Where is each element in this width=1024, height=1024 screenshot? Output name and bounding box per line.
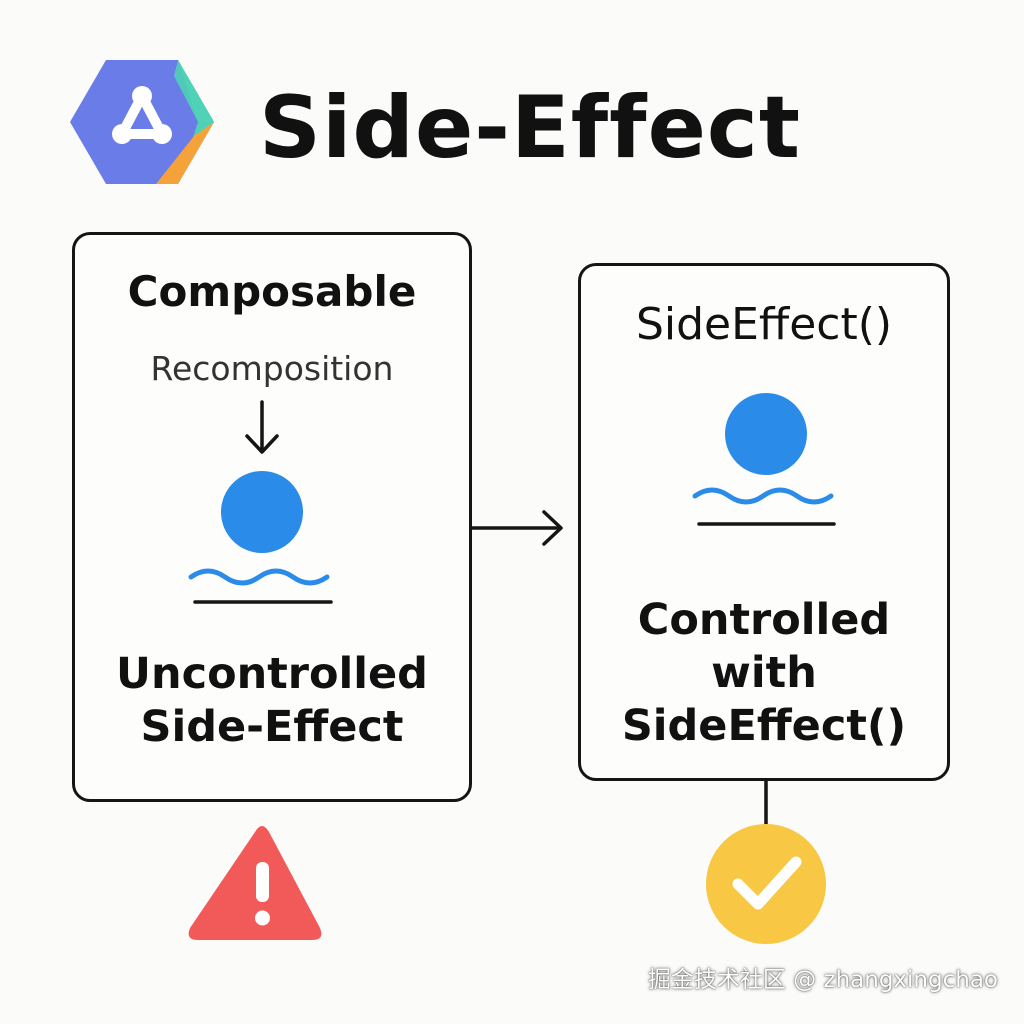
wave-icon <box>188 568 330 586</box>
uncontrolled-caption: Uncontrolled Side-Effect <box>75 648 469 754</box>
side-effect-card: SideEffect() Controlled with SideEffect(… <box>578 263 950 781</box>
page-title: Side-Effect <box>259 78 801 178</box>
checkmark-circle-icon <box>706 824 826 944</box>
composable-heading: Composable <box>127 267 417 316</box>
composable-card: Composable Recomposition Uncontrolled Si… <box>72 232 472 802</box>
ball-icon <box>725 393 807 475</box>
right-arrow-icon <box>470 510 563 546</box>
jetpack-compose-logo-icon <box>70 60 214 184</box>
controlled-caption-line-1: Controlled <box>637 595 891 645</box>
warning-triangle-icon <box>188 826 322 940</box>
side-effect-heading: SideEffect() <box>635 299 893 350</box>
down-arrow-icon <box>245 400 279 454</box>
controlled-caption: Controlled with SideEffect() <box>581 594 947 753</box>
ball-icon <box>221 471 303 553</box>
controlled-caption-line-2: with <box>711 648 817 698</box>
recomposition-label: Recomposition <box>150 349 394 388</box>
controlled-caption-line-3: SideEffect() <box>621 701 907 751</box>
wave-icon <box>692 487 834 505</box>
watermark: 掘金技术社区 @ zhangxingchao <box>647 967 998 993</box>
uncontrolled-caption-line-2: Side-Effect <box>140 702 404 752</box>
uncontrolled-caption-line-1: Uncontrolled <box>116 649 428 699</box>
